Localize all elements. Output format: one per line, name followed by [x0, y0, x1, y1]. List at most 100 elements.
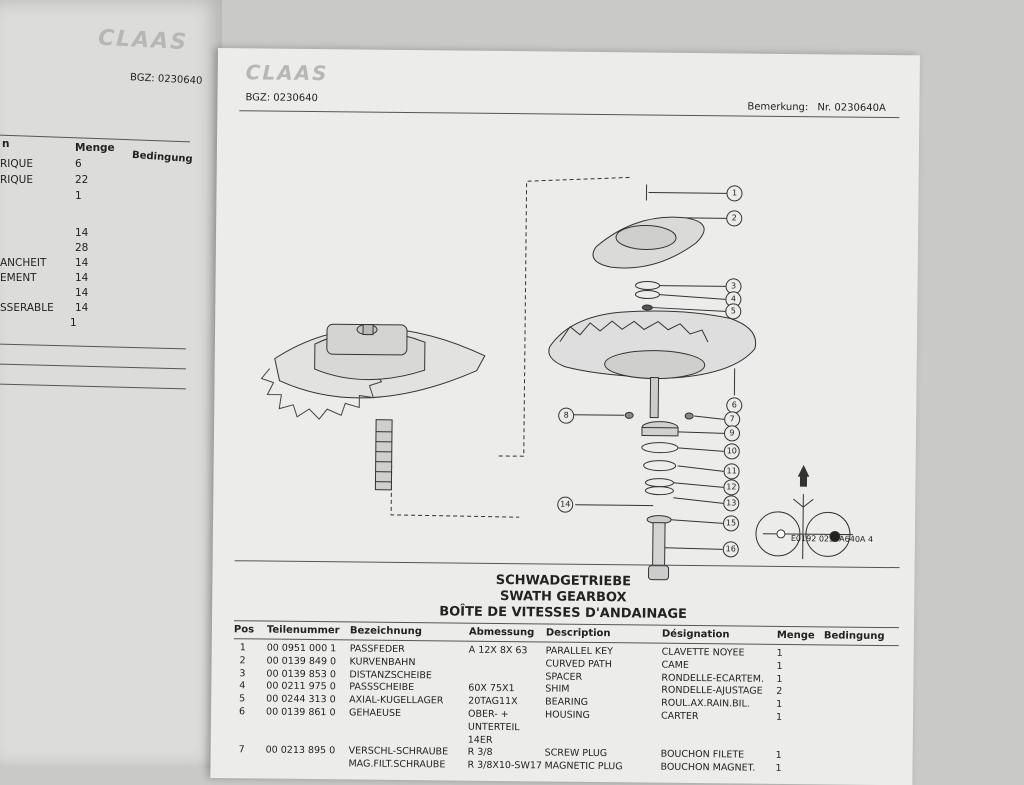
callout-1: 1 — [726, 185, 742, 201]
part-pos: 2 — [240, 655, 246, 666]
part-desc: BEARING — [545, 697, 588, 708]
part-bez: AXIAL-KUGELLAGER — [349, 695, 443, 707]
left-row-qty: 14 — [75, 227, 88, 239]
left-row-text: EMENT — [0, 272, 37, 284]
col-header-bedingung: Bedingung — [824, 630, 885, 642]
row-rule — [0, 384, 186, 390]
left-row-qty: 14 — [75, 272, 88, 284]
callout-13: 13 — [723, 495, 739, 511]
part-abm: 20TAG11X — [468, 696, 518, 708]
bemerkung-label: Bemerkung: — [747, 102, 808, 114]
part-desig: RONDELLE-AJUSTAGE — [661, 685, 762, 697]
callout-14: 14 — [557, 497, 573, 513]
callout-11: 11 — [724, 463, 740, 479]
col-header-abmessung: Abmessung — [469, 627, 535, 639]
callout-15: 15 — [723, 515, 739, 531]
exploded-gearbox-drawing — [212, 118, 919, 585]
col-header-bedingung: Bedingung — [132, 150, 193, 165]
part-abm: 14ER — [468, 734, 493, 745]
part-desc: PARALLEL KEY — [546, 645, 613, 657]
bgz-label: BGZ: 0230640 — [245, 92, 317, 104]
left-row-text: RIQUE — [0, 174, 33, 186]
assembled-gearbox — [260, 323, 485, 490]
right-page: CLAAS BGZ: 0230640 Bemerkung: Nr. 023064… — [210, 48, 920, 785]
part-desc: CURVED PATH — [546, 658, 612, 670]
machine-schematic — [756, 466, 854, 560]
part-teil: 00 0244 313 0 — [266, 694, 336, 706]
left-row-qty: 28 — [75, 242, 88, 254]
left-row-qty: 14 — [75, 257, 88, 269]
part-bez: GEHAEUSE — [349, 707, 401, 719]
part-abm: R 3/8X10-SW17 — [467, 760, 542, 772]
callout-2: 2 — [726, 210, 742, 226]
part-menge: 2 — [776, 686, 782, 697]
part-desig: CAME — [662, 659, 689, 670]
part-pos: 5 — [239, 693, 245, 704]
col-header-pos: Pos — [234, 624, 254, 635]
part-teil: 00 0139 861 0 — [266, 707, 336, 719]
part-teil: 00 0951 000 1 — [267, 643, 337, 655]
left-row-qty: 1 — [75, 190, 82, 202]
part-pos: 4 — [239, 681, 245, 692]
part-desig: ROUL.AX.RAIN.BIL. — [661, 698, 750, 710]
part-abm: R 3/8 — [468, 747, 493, 758]
part-bez: DISTANZSCHEIBE — [349, 669, 432, 681]
left-row-qty: 14 — [75, 287, 88, 299]
bemerkung-value: Nr. 0230640A — [817, 102, 886, 114]
left-row-qty: 14 — [75, 302, 88, 314]
part-teil: 00 0139 853 0 — [266, 668, 336, 680]
col-header-menge: Menge — [777, 630, 815, 641]
part-menge: 1 — [776, 699, 782, 710]
part-teil: 00 0213 895 0 — [266, 745, 336, 757]
part-bez: PASSSCHEIBE — [349, 682, 414, 694]
part-menge: 1 — [776, 673, 782, 684]
part-desc: SHIM — [545, 684, 569, 695]
part-teil: 00 0139 849 0 — [267, 655, 337, 667]
part-desc: HOUSING — [545, 709, 590, 720]
callout-12: 12 — [723, 479, 739, 495]
left-row-text: SSERABLE — [0, 302, 54, 314]
part-menge: 1 — [775, 763, 781, 774]
part-desig: RONDELLE-ECARTEM. — [661, 672, 764, 684]
part-bez: VERSCHL-SCHRAUBE — [349, 746, 449, 758]
part-menge: 1 — [776, 661, 782, 672]
claas-logo: CLAAS — [97, 26, 188, 56]
part-pos: 1 — [240, 642, 246, 653]
row-rule — [0, 364, 186, 370]
col-header-bezeichnung: Bezeichnung — [350, 625, 422, 637]
bgz-label: BGZ: 0230640 — [130, 72, 203, 87]
part-abm: A 12X 8X 63 — [469, 645, 528, 657]
col-header-menge: Menge — [75, 142, 115, 154]
part-pos: 3 — [239, 668, 245, 679]
row-rule — [0, 344, 186, 350]
part-menge: 1 — [776, 750, 782, 761]
callout-5: 5 — [725, 303, 741, 319]
left-row-qty: 1 — [70, 317, 77, 329]
part-desig: BOUCHON FILETE — [661, 749, 745, 761]
left-row-text: ANCHEIT — [0, 257, 46, 269]
part-desc: SCREW PLUG — [545, 748, 608, 760]
col-header-description: Description — [546, 627, 611, 639]
figure-code: E0192 0230A640A 4 — [791, 534, 873, 544]
part-menge: 1 — [776, 712, 782, 723]
callout-10: 10 — [724, 443, 740, 459]
part-bez: MAG.FILT.SCHRAUBE — [348, 759, 445, 771]
col-header-n: n — [2, 138, 9, 150]
part-abm: OBER- + — [468, 709, 509, 720]
part-abm: UNTERTEIL — [468, 721, 520, 733]
part-desig: CARTER — [661, 711, 699, 722]
part-bez: PASSFEDER — [350, 643, 405, 655]
col-header-designation: Désignation — [662, 629, 730, 641]
part-pos: 6 — [239, 706, 245, 717]
part-teil: 00 0211 975 0 — [266, 681, 336, 693]
part-desc: SPACER — [545, 671, 582, 682]
part-menge: 1 — [777, 648, 783, 659]
left-row-qty: 6 — [75, 158, 82, 170]
callout-8: 8 — [558, 408, 574, 424]
part-bez: KURVENBAHN — [350, 656, 416, 668]
part-desc: MAGNETIC PLUG — [544, 761, 622, 773]
part-abm: 60X 75X1 — [468, 683, 514, 694]
left-row-text: RIQUE — [0, 158, 33, 170]
